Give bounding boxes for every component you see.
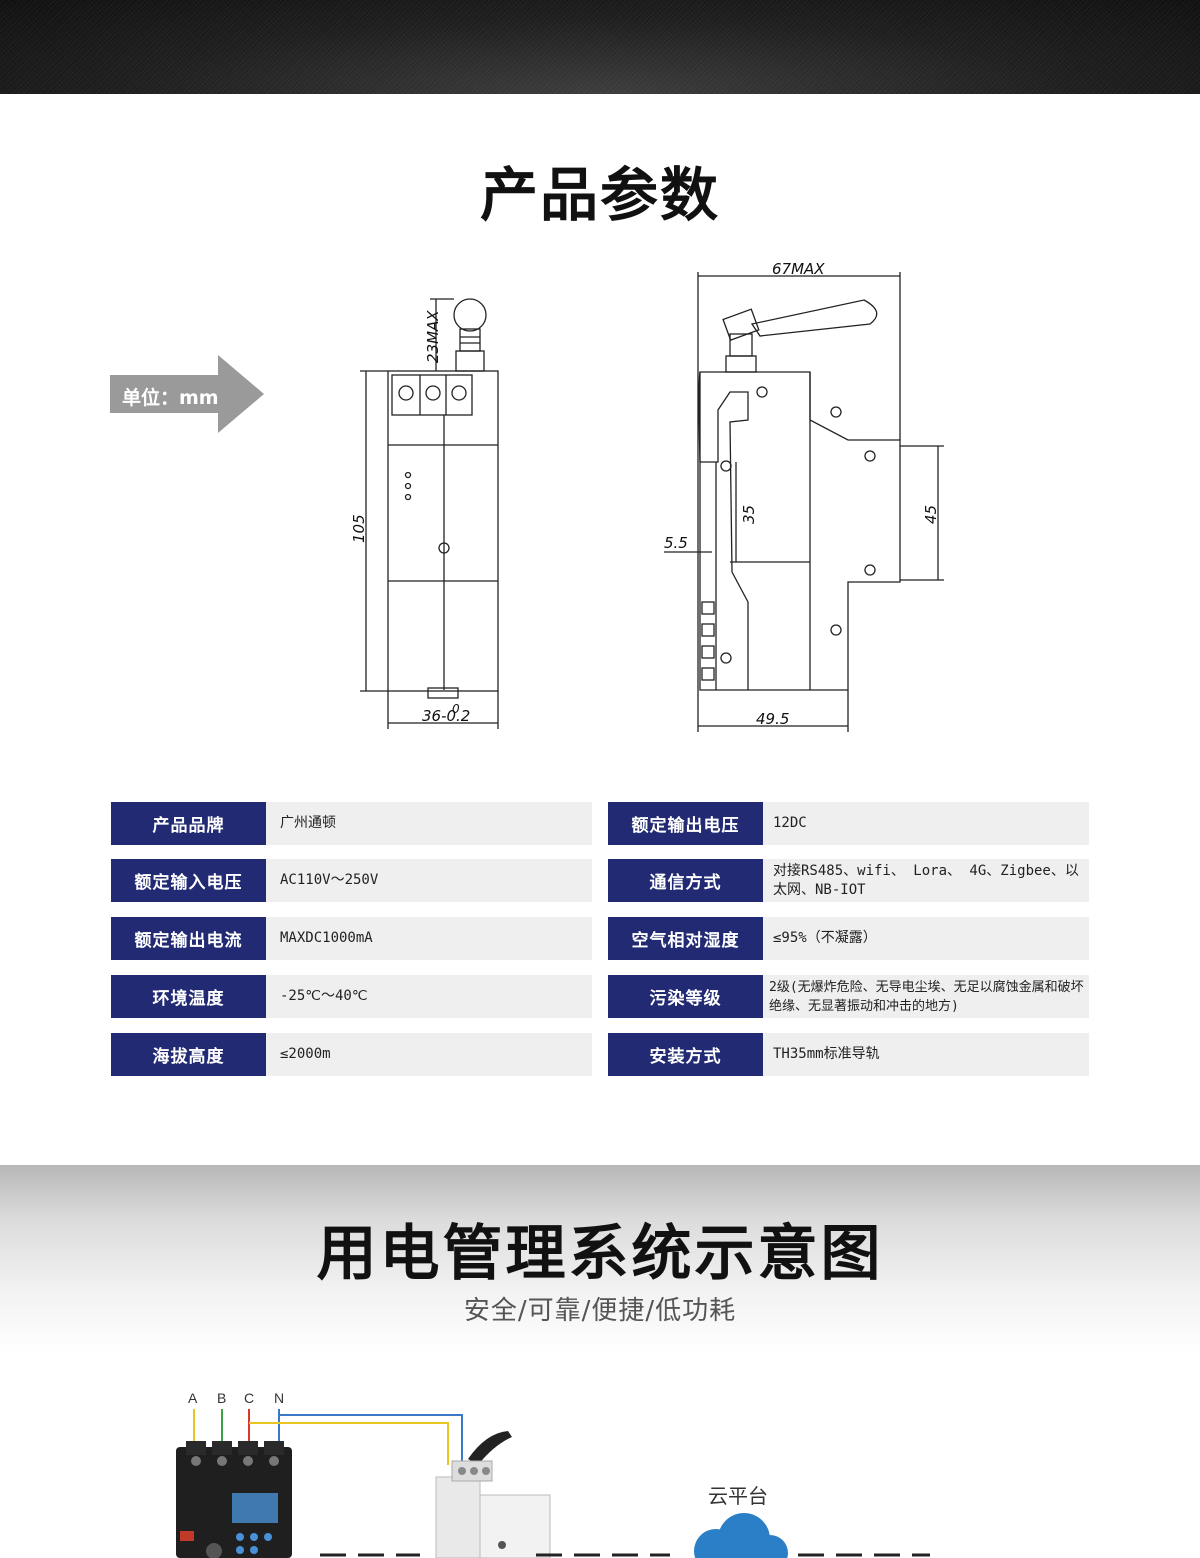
energy-meter-device: [176, 1441, 292, 1558]
spec-key: 安装方式: [608, 1033, 763, 1076]
spec-value: MAXDC1000mA: [266, 917, 592, 960]
cloud-icon: [694, 1513, 788, 1558]
spec-value: 广州通顿: [266, 802, 592, 845]
spec-key: 通信方式: [608, 859, 763, 902]
front-height-label: 105: [350, 514, 368, 543]
spec-row: 环境温度 -25℃～40℃: [111, 975, 592, 1018]
spec-key: 额定输出电流: [111, 917, 266, 960]
front-view-drawing: 105 23MAX 0 36-0.2: [350, 298, 499, 729]
side-base-width-label: 49.5: [756, 710, 789, 728]
spec-row: 产品品牌 广州通顿: [111, 802, 592, 845]
spec-row: 通信方式 对接RS485、wifi、 Lora、 4G、Zigbee、以太网、N…: [608, 859, 1089, 902]
phase-label-n: N: [274, 1390, 284, 1406]
spec-row: 污染等级 2级(无爆炸危险、无导电尘埃、无足以腐蚀金属和破坏绝缘、无显著振动和冲…: [608, 975, 1089, 1018]
spec-row: 额定输出电压 12DC: [608, 802, 1089, 845]
front-width-sup: 0: [452, 702, 460, 716]
spec-key: 空气相对湿度: [608, 917, 763, 960]
spec-row: 额定输出电流 MAXDC1000mA: [111, 917, 592, 960]
spec-value: AC110V～250V: [266, 859, 592, 902]
side-depth-45-label: 45: [922, 505, 940, 524]
spec-row: 额定输入电压 AC110V～250V: [111, 859, 592, 902]
system-title: 用电管理系统示意图: [316, 1219, 884, 1289]
spec-key: 海拔高度: [111, 1033, 266, 1076]
spec-value: 12DC: [763, 802, 1089, 845]
params-title: 产品参数: [479, 161, 720, 229]
spec-value: 对接RS485、wifi、 Lora、 4G、Zigbee、以太网、NB-IOT: [763, 859, 1089, 902]
spec-key: 产品品牌: [111, 802, 266, 845]
spec-value: ≤2000m: [266, 1033, 592, 1076]
spec-key: 额定输出电压: [608, 802, 763, 845]
side-total-width-label: 67MAX: [772, 262, 825, 278]
spec-value: TH35mm标准导轨: [763, 1033, 1089, 1076]
side-depth-35-label: 35: [740, 505, 758, 524]
side-view-drawing: 67MAX 49.5 35 45 5.5: [664, 262, 944, 732]
phase-label-b: B: [217, 1390, 226, 1406]
spec-row: 空气相对湿度 ≤95%（不凝露）: [608, 917, 1089, 960]
system-subtitle: 安全/可靠/便捷/低功耗: [463, 1296, 737, 1326]
phase-label-a: A: [188, 1390, 198, 1406]
unit-arrow-icon: [110, 355, 264, 433]
antenna-height-label: 23MAX: [424, 310, 442, 363]
top-banner: [0, 0, 1200, 94]
front-width-label: 36-0.2: [422, 707, 470, 725]
module-device: [435, 1431, 551, 1558]
system-diagram: A B C N: [176, 1390, 930, 1558]
cloud-label: 云平台: [708, 1485, 768, 1508]
spec-key: 环境温度: [111, 975, 266, 1018]
spec-row: 安装方式 TH35mm标准导轨: [608, 1033, 1089, 1076]
unit-label: 单位：mm: [122, 387, 219, 409]
spec-value: ≤95%（不凝露）: [763, 917, 1089, 960]
spec-value: 2级(无爆炸危险、无导电尘埃、无足以腐蚀金属和破坏绝缘、无显著振动和冲击的地方): [763, 975, 1089, 1018]
phase-label-c: C: [244, 1390, 254, 1406]
spec-key: 额定输入电压: [111, 859, 266, 902]
spec-value: -25℃～40℃: [266, 975, 592, 1018]
spec-row: 海拔高度 ≤2000m: [111, 1033, 592, 1076]
side-offset-label: 5.5: [664, 534, 688, 552]
spec-key: 污染等级: [608, 975, 763, 1018]
